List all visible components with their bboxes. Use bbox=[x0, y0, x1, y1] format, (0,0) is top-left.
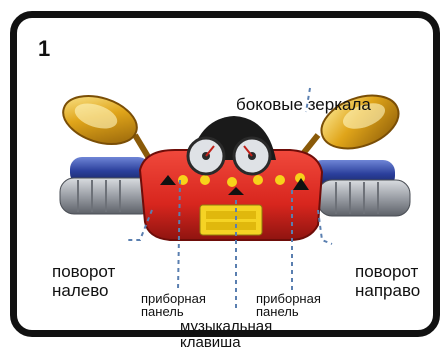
label-line: налево bbox=[52, 281, 115, 300]
right-handle-grip bbox=[310, 160, 410, 216]
label-line: панель bbox=[141, 305, 206, 318]
label-line: поворот bbox=[52, 262, 115, 281]
label-turn-right: поворот направо bbox=[355, 262, 420, 300]
label-line: поворот bbox=[355, 262, 420, 281]
right-dashboard-gauge bbox=[234, 138, 270, 174]
left-mirror bbox=[57, 87, 150, 160]
label-line: музыкальная bbox=[180, 319, 272, 335]
label-music-key: музыкальная клавиша bbox=[180, 319, 272, 351]
label-line: клавиша bbox=[180, 335, 272, 351]
label-turn-left: поворот налево bbox=[52, 262, 115, 300]
red-console-body bbox=[140, 116, 322, 240]
label-line: направо bbox=[355, 281, 420, 300]
label-dashboard-right: приборная панель bbox=[256, 292, 321, 318]
label-side-mirrors: боковые зеркала bbox=[236, 95, 371, 115]
label-dashboard-left: приборная панель bbox=[141, 292, 206, 318]
label-line: панель bbox=[256, 305, 321, 318]
left-dashboard-gauge bbox=[188, 138, 224, 174]
